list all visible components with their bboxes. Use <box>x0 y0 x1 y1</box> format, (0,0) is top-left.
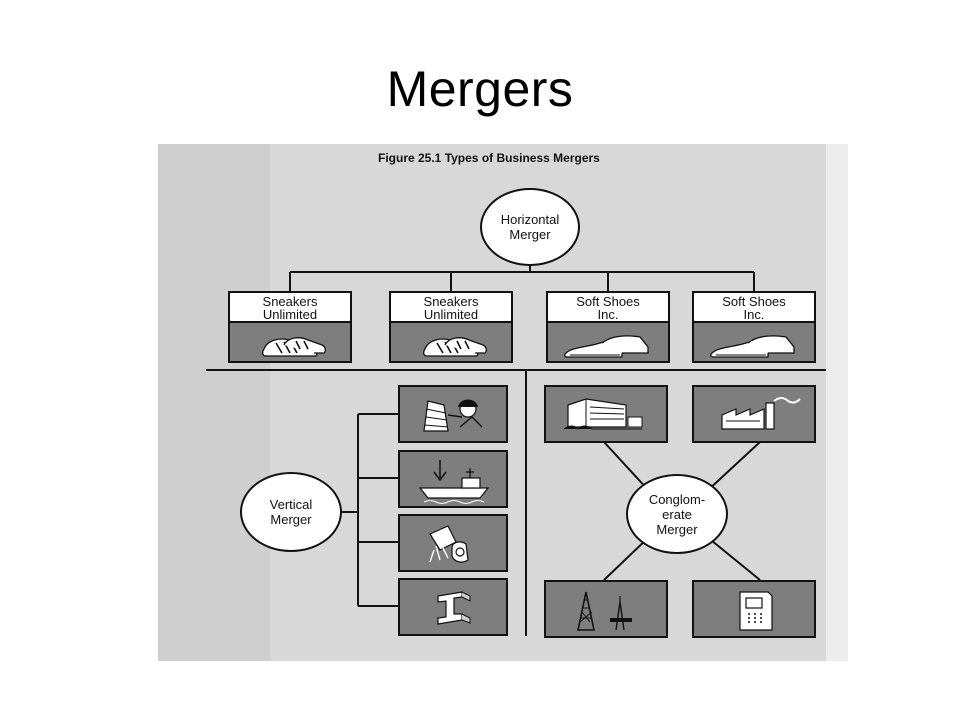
conglomerate-merger-label: Conglom- erate Merger <box>648 491 706 537</box>
oil-rig-icon <box>577 591 632 631</box>
business-box <box>692 580 816 638</box>
supply-chain-box <box>398 578 508 636</box>
soft-shoe-icon <box>564 335 649 358</box>
horizontal-merger-label: Horizontal Merger <box>500 212 560 242</box>
company-name: Sneakers Unlimited <box>230 293 350 323</box>
company-box: Sneakers Unlimited <box>389 291 513 363</box>
scan-margin-right <box>826 144 848 661</box>
scanned-figure: Figure 25.1 Types of Business Mergers Ho… <box>158 144 848 661</box>
vertical-merger-node: Vertical Merger <box>240 472 342 552</box>
office-building-icon <box>563 398 643 430</box>
company-name: Soft Shoes Inc. <box>548 293 668 323</box>
steel-mill-icon <box>429 525 469 563</box>
vertical-merger-label: Vertical Merger <box>269 497 313 527</box>
supply-chain-box <box>398 450 508 508</box>
soft-shoe-icon <box>710 335 795 358</box>
cargo-ship-icon <box>418 460 490 504</box>
company-name: Soft Shoes Inc. <box>694 293 814 323</box>
sneaker-icon <box>262 337 326 357</box>
business-box <box>544 580 668 638</box>
steel-beam-icon <box>437 591 471 625</box>
conglomerate-merger-node: Conglom- erate Merger <box>626 474 728 554</box>
factory-icon <box>721 397 801 430</box>
company-box: Soft Shoes Inc. <box>546 291 670 363</box>
company-name: Sneakers Unlimited <box>391 293 511 323</box>
business-box <box>544 385 668 443</box>
scan-margin-left <box>158 144 270 661</box>
horizontal-merger-node: Horizontal Merger <box>480 188 580 266</box>
slide-title: Mergers <box>386 61 574 117</box>
company-box: Sneakers Unlimited <box>228 291 352 363</box>
atm-machine-icon <box>739 591 773 631</box>
sneaker-icon <box>423 337 487 357</box>
supply-chain-box <box>398 385 508 443</box>
mining-icon <box>423 399 483 432</box>
figure-caption: Figure 25.1 Types of Business Mergers <box>378 151 600 165</box>
connector-lines <box>206 264 826 636</box>
company-box: Soft Shoes Inc. <box>692 291 816 363</box>
business-box <box>692 385 816 443</box>
supply-chain-box <box>398 514 508 572</box>
